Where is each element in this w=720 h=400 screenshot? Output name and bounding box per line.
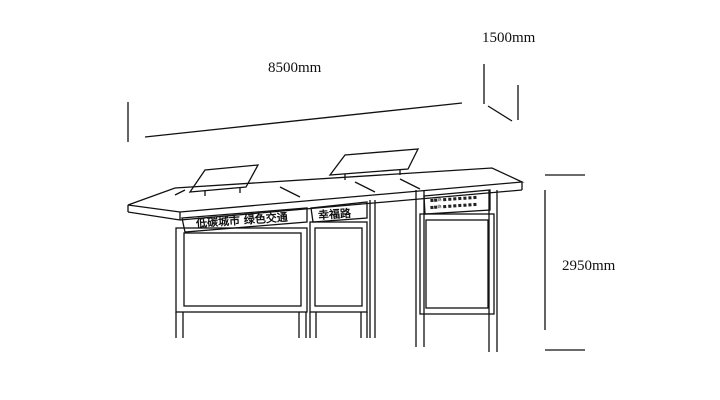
roof xyxy=(127,167,525,221)
station-name-text: 幸福路 xyxy=(317,206,352,223)
length-dimension-label: 8500mm xyxy=(268,60,322,76)
depth-dimension-label: 1500mm xyxy=(482,30,536,46)
solar-panel-right xyxy=(328,148,420,180)
solar-panel-left xyxy=(188,164,260,196)
middle-billboard xyxy=(309,200,376,338)
dimension-height xyxy=(544,174,585,351)
dimension-length xyxy=(127,102,463,142)
left-billboard xyxy=(175,207,308,338)
height-dimension-label: 2950mm xyxy=(562,258,616,274)
dimension-depth xyxy=(483,64,519,122)
right-billboard xyxy=(415,189,498,352)
